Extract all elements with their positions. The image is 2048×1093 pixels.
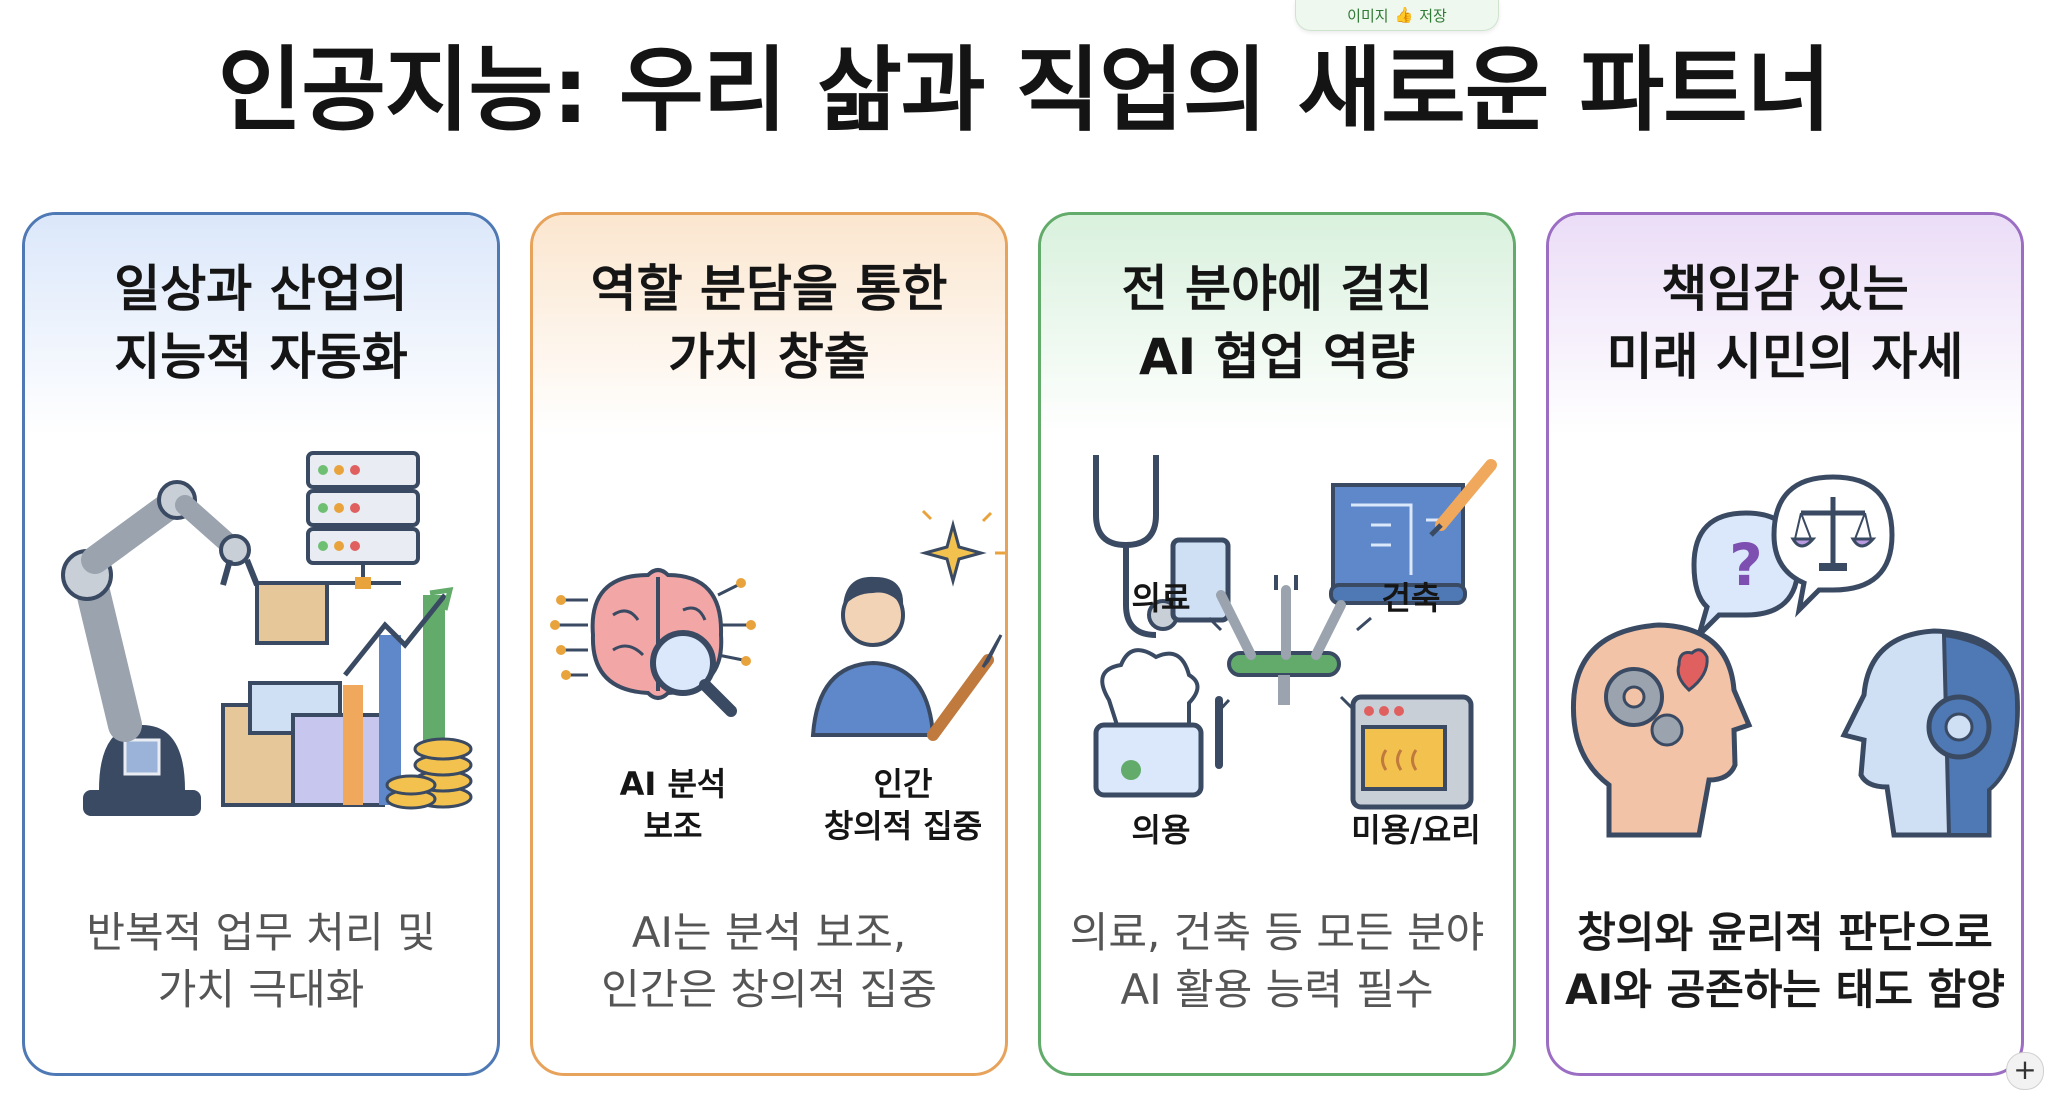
desc-line: AI 활용 능력 필수	[1120, 964, 1434, 1014]
add-button[interactable]: +	[2006, 1052, 2044, 1090]
card-heading: 일상과 산업의 지능적 자동화	[25, 215, 497, 391]
field-label-architecture: 건축	[1381, 579, 1441, 617]
field-label-medical: 의료	[1131, 579, 1191, 617]
desc-line: 인간은 창의적 집중	[601, 964, 937, 1014]
field-label-beauty-cooking: 미용/요리	[1351, 811, 1481, 849]
desc-line: 의료, 건축 등 모든 분야	[1069, 908, 1485, 957]
svg-text:?: ?	[1729, 531, 1763, 599]
heading-line: 역할 분담을 통한	[590, 260, 948, 318]
card-responsible-citizen: 책임감 있는 미래 시민의 자세 ? 창의와	[1546, 212, 2024, 1076]
robot-arm-icon	[61, 480, 260, 816]
heading-line: 전 분야에 걸친	[1121, 260, 1433, 318]
desc-line: 가치 극대화	[157, 964, 365, 1014]
chef-hat-tablet-icon	[1093, 648, 1223, 798]
page-title: 인공지능: 우리 삶과 직업의 새로운 파트너	[217, 37, 1832, 144]
coins-icon	[385, 737, 473, 810]
card-description: AI는 분석 보조, 인간은 창의적 집중	[543, 905, 995, 1018]
role-division-illustration	[550, 509, 1005, 741]
label-line: 창의적 집중	[823, 807, 983, 846]
robot-head-icon	[1840, 628, 2020, 838]
card-role-division: 역할 분담을 통한 가치 창출	[530, 212, 1008, 1076]
plus-icon: +	[2013, 1053, 2037, 1086]
card-description: 반복적 업무 처리 및 가치 극대화	[35, 905, 487, 1018]
person-paintbrush-icon	[810, 509, 1005, 741]
card-description: 의료, 건축 등 모든 분야 AI 활용 능력 필수	[1051, 905, 1503, 1018]
save-label-right: 저장	[1419, 6, 1447, 25]
field-label-medical-equipment: 의용	[1131, 811, 1191, 849]
brain-magnifier-icon	[550, 568, 756, 717]
card-automation: 일상과 산업의 지능적 자동화	[22, 212, 500, 1076]
save-label-left: 이미지	[1347, 6, 1389, 25]
card-heading: 책임감 있는 미래 시민의 자세	[1549, 215, 2021, 391]
label-line: 인간	[873, 765, 933, 803]
heading-line: 책임감 있는	[1661, 260, 1909, 318]
heading-line: 일상과 산업의	[114, 260, 408, 318]
card-description: 창의와 윤리적 판단으로 AI와 공존하는 태도 함양	[1559, 905, 2011, 1018]
human-ai-ethics-illustration: ?	[1570, 474, 2020, 838]
card-ai-collaboration: 전 분야에 걸친 AI 협업 역량	[1038, 212, 1516, 1076]
thumbs-up-icon: 👍	[1394, 6, 1414, 24]
robot-arm-factory-icon	[61, 451, 473, 816]
heading-line: 미래 시민의 자세	[1606, 328, 1964, 386]
heading-line: 지능적 자동화	[114, 328, 408, 386]
fields-illustration	[1093, 455, 1497, 810]
server-icon	[306, 451, 420, 589]
card-heading: 전 분야에 걸친 AI 협업 역량	[1041, 215, 1513, 391]
multitool-icon	[1207, 575, 1372, 715]
scales-bubble-icon	[1771, 474, 1895, 618]
oven-icon	[1350, 694, 1474, 810]
heading-line: AI 협업 역량	[1138, 328, 1416, 386]
save-image-button[interactable]: 이미지 👍 저장	[1295, 0, 1499, 31]
desc-line: AI는 분석 보조,	[631, 908, 907, 957]
label-line: AI 분석	[619, 765, 727, 803]
ai-analysis-label: AI 분석 보조	[573, 763, 773, 847]
card-heading: 역할 분담을 통한 가치 창출	[533, 215, 1005, 391]
blueprint-pencil-icon	[1329, 459, 1497, 605]
human-creative-label: 인간 창의적 집중	[793, 763, 1005, 847]
desc-line: 반복적 업무 처리 및	[86, 908, 436, 957]
heading-line: 가치 창출	[668, 328, 870, 386]
stethoscope-tablet-icon	[1093, 455, 1231, 638]
desc-line: AI와 공존하는 태도 함양	[1565, 964, 2005, 1014]
label-line: 보조	[643, 807, 703, 846]
human-head-gears-icon	[1570, 622, 1753, 838]
desc-line: 창의와 윤리적 판단으로	[1577, 908, 1993, 957]
